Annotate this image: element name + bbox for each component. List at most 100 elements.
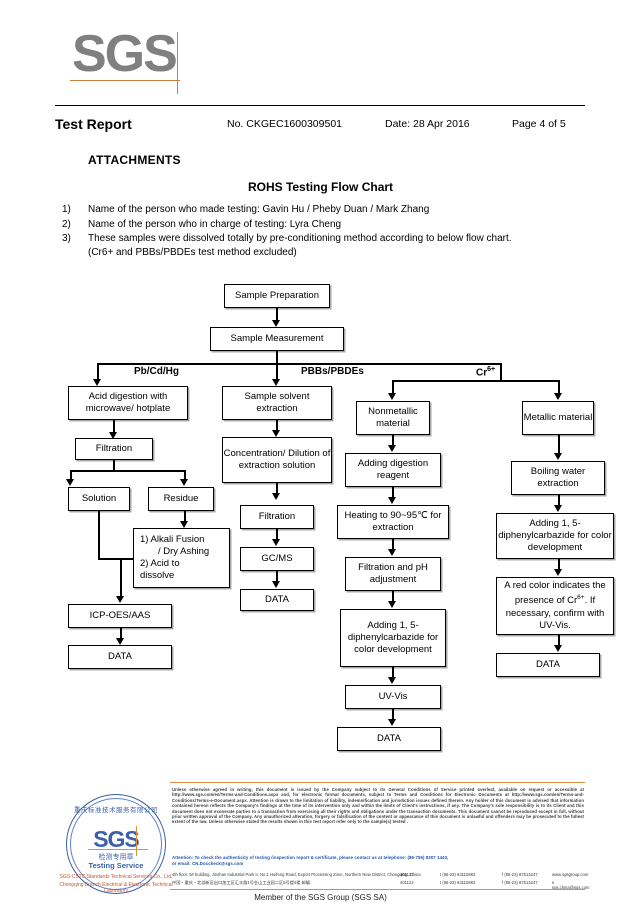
footer-member-line: Member of the SGS Group (SGS SA) [254,893,387,902]
page-title: Test Report [55,116,132,132]
arrow-icon [554,569,562,576]
arrow-icon [554,505,562,512]
arrow-icon [388,497,396,504]
stamp-inner-circle [70,798,162,890]
connector [70,470,72,482]
flow-node-icp-oes-aas: ICP-OES/AAS [68,604,172,628]
arrow-icon [66,479,74,486]
stamp-testing-service-label: Testing Service [88,861,144,870]
address-cn-zip: 401122 [400,880,414,885]
list-item: 2) Name of the person who in charge of t… [60,218,580,232]
arrow-icon [272,539,280,546]
note-number: 3) [62,233,71,244]
flow-node-diphenylcarbazide-metal: Adding 1, 5-diphenylcarbazide for color … [496,513,614,559]
connector [392,380,394,396]
arrow-icon [272,379,280,386]
stamp-arc-text: 重庆标准技术服务有限公司 [74,807,158,814]
arrow-icon [388,677,396,684]
connector [500,363,502,381]
flow-node-data-pb: DATA [68,645,172,669]
connector [558,435,560,457]
stamp-outer-circle [66,794,166,894]
address-en-text: 4th floor, 5# building, Jinshan Industri… [172,872,421,877]
address-en-tel: t (86-23) 63110882 [440,872,476,877]
flow-node-filtration-pb: Filtration [75,438,153,460]
branch-label-cr6: Cr6+ [476,366,496,379]
flow-node-data-pbbs: DATA [240,589,314,611]
address-en-fax: f (86-23) 67613247 [502,872,538,877]
flow-node-heating-extraction: Heating to 90~95℃ for extraction [337,505,449,539]
flow-node-boiling-water-extraction: Boiling water extraction [511,461,605,495]
flow-node-metallic-material: Metallic material [522,401,594,435]
arrow-icon [388,393,396,400]
connector [276,571,278,585]
branch-label-pb-cd-hg: Pb/Cd/Hg [134,366,179,377]
footer-divider-top [170,782,585,783]
arrow-icon [109,432,117,439]
connector [276,351,278,364]
red-color-text: A red color indicates the presence of Cr… [504,580,606,631]
flow-node-nonmetallic-material: Nonmetallic material [356,401,430,435]
flowchart-title: ROHS Testing Flow Chart [247,180,394,194]
flow-node-uv-vis: UV-Vis [345,685,441,709]
page-number: Page 4 of 5 [512,118,566,130]
arrow-icon [554,645,562,652]
report-date: Date: 28 Apr 2016 [385,118,470,130]
stamp-sgs-text: SGS [93,826,140,852]
arrow-icon [272,493,280,500]
arrow-icon [272,581,280,588]
sgs-testing-service-stamp: 重庆标准技术服务有限公司 SGS 检测专用章 Testing Service S… [59,790,173,898]
arrow-icon [116,596,124,603]
arrow-icon [272,320,280,327]
connector [558,380,560,396]
connector [276,308,278,324]
notes-list: 1) Name of the person who made testing: … [60,203,580,260]
address-cn-fax: f (86-23) 67613247 [502,880,538,885]
alkali-line-1: 1) Alkali Fusion [140,534,205,545]
footer-attention: Attention: To check the authenticity of … [172,855,584,866]
arrow-icon [388,445,396,452]
flow-node-sample-measurement: Sample Measurement [210,327,344,351]
logo-vertical-rule [177,32,178,94]
stamp-chinese-label: 检测专用章 [98,854,134,861]
note-number: 1) [62,204,71,215]
connector [392,539,394,553]
flow-node-filtration-ph-adjustment: Filtration and pH adjustment [345,557,441,591]
stamp-crosshair-vertical [136,826,137,856]
arrow-icon [388,601,396,608]
connector [98,511,100,559]
arrow-icon [180,521,188,528]
report-header-row: Test Report No. CKGEC1600309501 Date: 28… [55,116,585,134]
flow-node-adding-digestion-reagent: Adding digestion reagent [345,453,441,487]
sgs-logo-text: SGS [72,25,178,83]
footer-divider-bottom [170,889,585,890]
arrow-icon [554,393,562,400]
flow-node-diphenylcarbazide-nonmetal: Adding 1, 5-diphenylcarbazide for color … [340,609,446,667]
alkali-line-2: / Dry Ashing [158,546,210,557]
footer-disclaimer: Unless otherwise agreed in writing, this… [172,787,584,825]
address-cn-tel: t (86-23) 63110882 [440,880,476,885]
connector [97,363,99,382]
connector [392,487,394,501]
connector [558,635,560,649]
connector [184,511,186,525]
flow-node-alkali-fusion: 1) Alkali Fusion / Dry Ashing 2) Acid to… [133,528,230,588]
footer-address-cn: 中国・重庆・北部新区出口加工区汇丰路1号金山工业园二区5号楼4楼 邮编: 401… [172,880,590,890]
connector [558,559,560,573]
connector [276,529,278,543]
connector-bus [392,380,559,382]
flow-node-data-metal: DATA [496,653,600,677]
note-continuation: (Cr6+ and PBBs/PBDEs test method exclude… [88,246,297,258]
flow-node-solution: Solution [68,487,130,511]
stamp-crosshair-horizontal [88,849,148,850]
branch-label-pbbs-pbdes: PBBs/PBDEs [301,366,364,377]
header-divider [55,105,585,106]
connector [276,420,278,434]
stamp-company-line-1: SGS-CSTC Standards Technical Services Co… [59,874,173,880]
alkali-line-4: dissolve [140,570,175,581]
stamp-company-line-2: Chongqing Branch Electrical & Electronic… [59,882,173,894]
note-text: Name of the person who made testing: Gav… [88,204,430,215]
alkali-line-3: 2) Acid to [140,558,180,569]
